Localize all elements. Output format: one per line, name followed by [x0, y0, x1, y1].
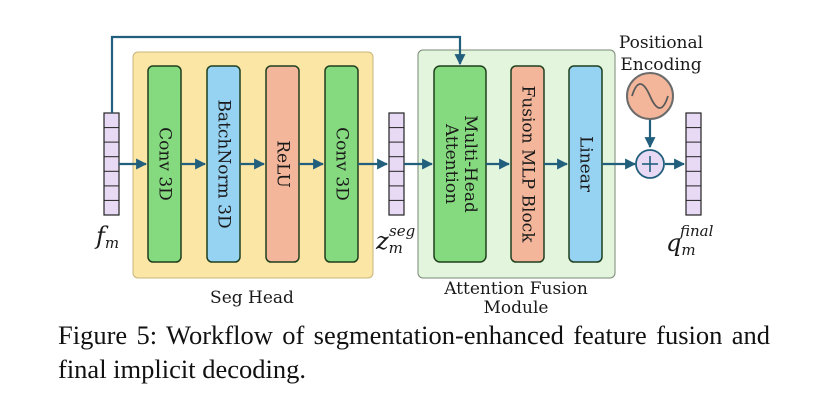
multi-head-label-line2: Attention [441, 123, 461, 204]
linear-label: Linear [576, 136, 596, 193]
seg-token-stack [388, 112, 405, 216]
positional-label-line2: Encoding [620, 55, 701, 75]
plus-icon [635, 149, 665, 179]
relu-label: ReLU [273, 140, 293, 188]
conv3d-label-1: Conv 3D [155, 127, 175, 201]
batchnorm3d-label: BatchNorm 3D [214, 99, 234, 228]
z-m-seg-superscript: seg [389, 222, 415, 240]
positional-label-line1: Positional [619, 33, 703, 53]
fusion-title-line2: Module [484, 298, 549, 318]
z-m-seg-symbol: zm [375, 227, 403, 257]
positional-encoding-icon [626, 72, 674, 120]
seg-head-title: Seg Head [210, 288, 294, 308]
q-m-final-superscript: final [679, 222, 714, 240]
output-token-stack [685, 112, 702, 216]
input-token-stack [103, 112, 120, 216]
flow-arrows [110, 35, 686, 170]
q-m-final-symbol: qm [666, 229, 696, 259]
fusion-title-line1: Attention Fusion [443, 279, 588, 299]
multi-head-label-line1: Multi-Head [460, 115, 480, 213]
conv3d-label-2: Conv 3D [332, 127, 352, 201]
figure-caption: Figure 5: Workflow of segmentation-enhan… [58, 320, 770, 384]
fusion-mlp-label: Fusion MLP Block [518, 85, 538, 243]
f-m-symbol: fm [94, 222, 119, 252]
